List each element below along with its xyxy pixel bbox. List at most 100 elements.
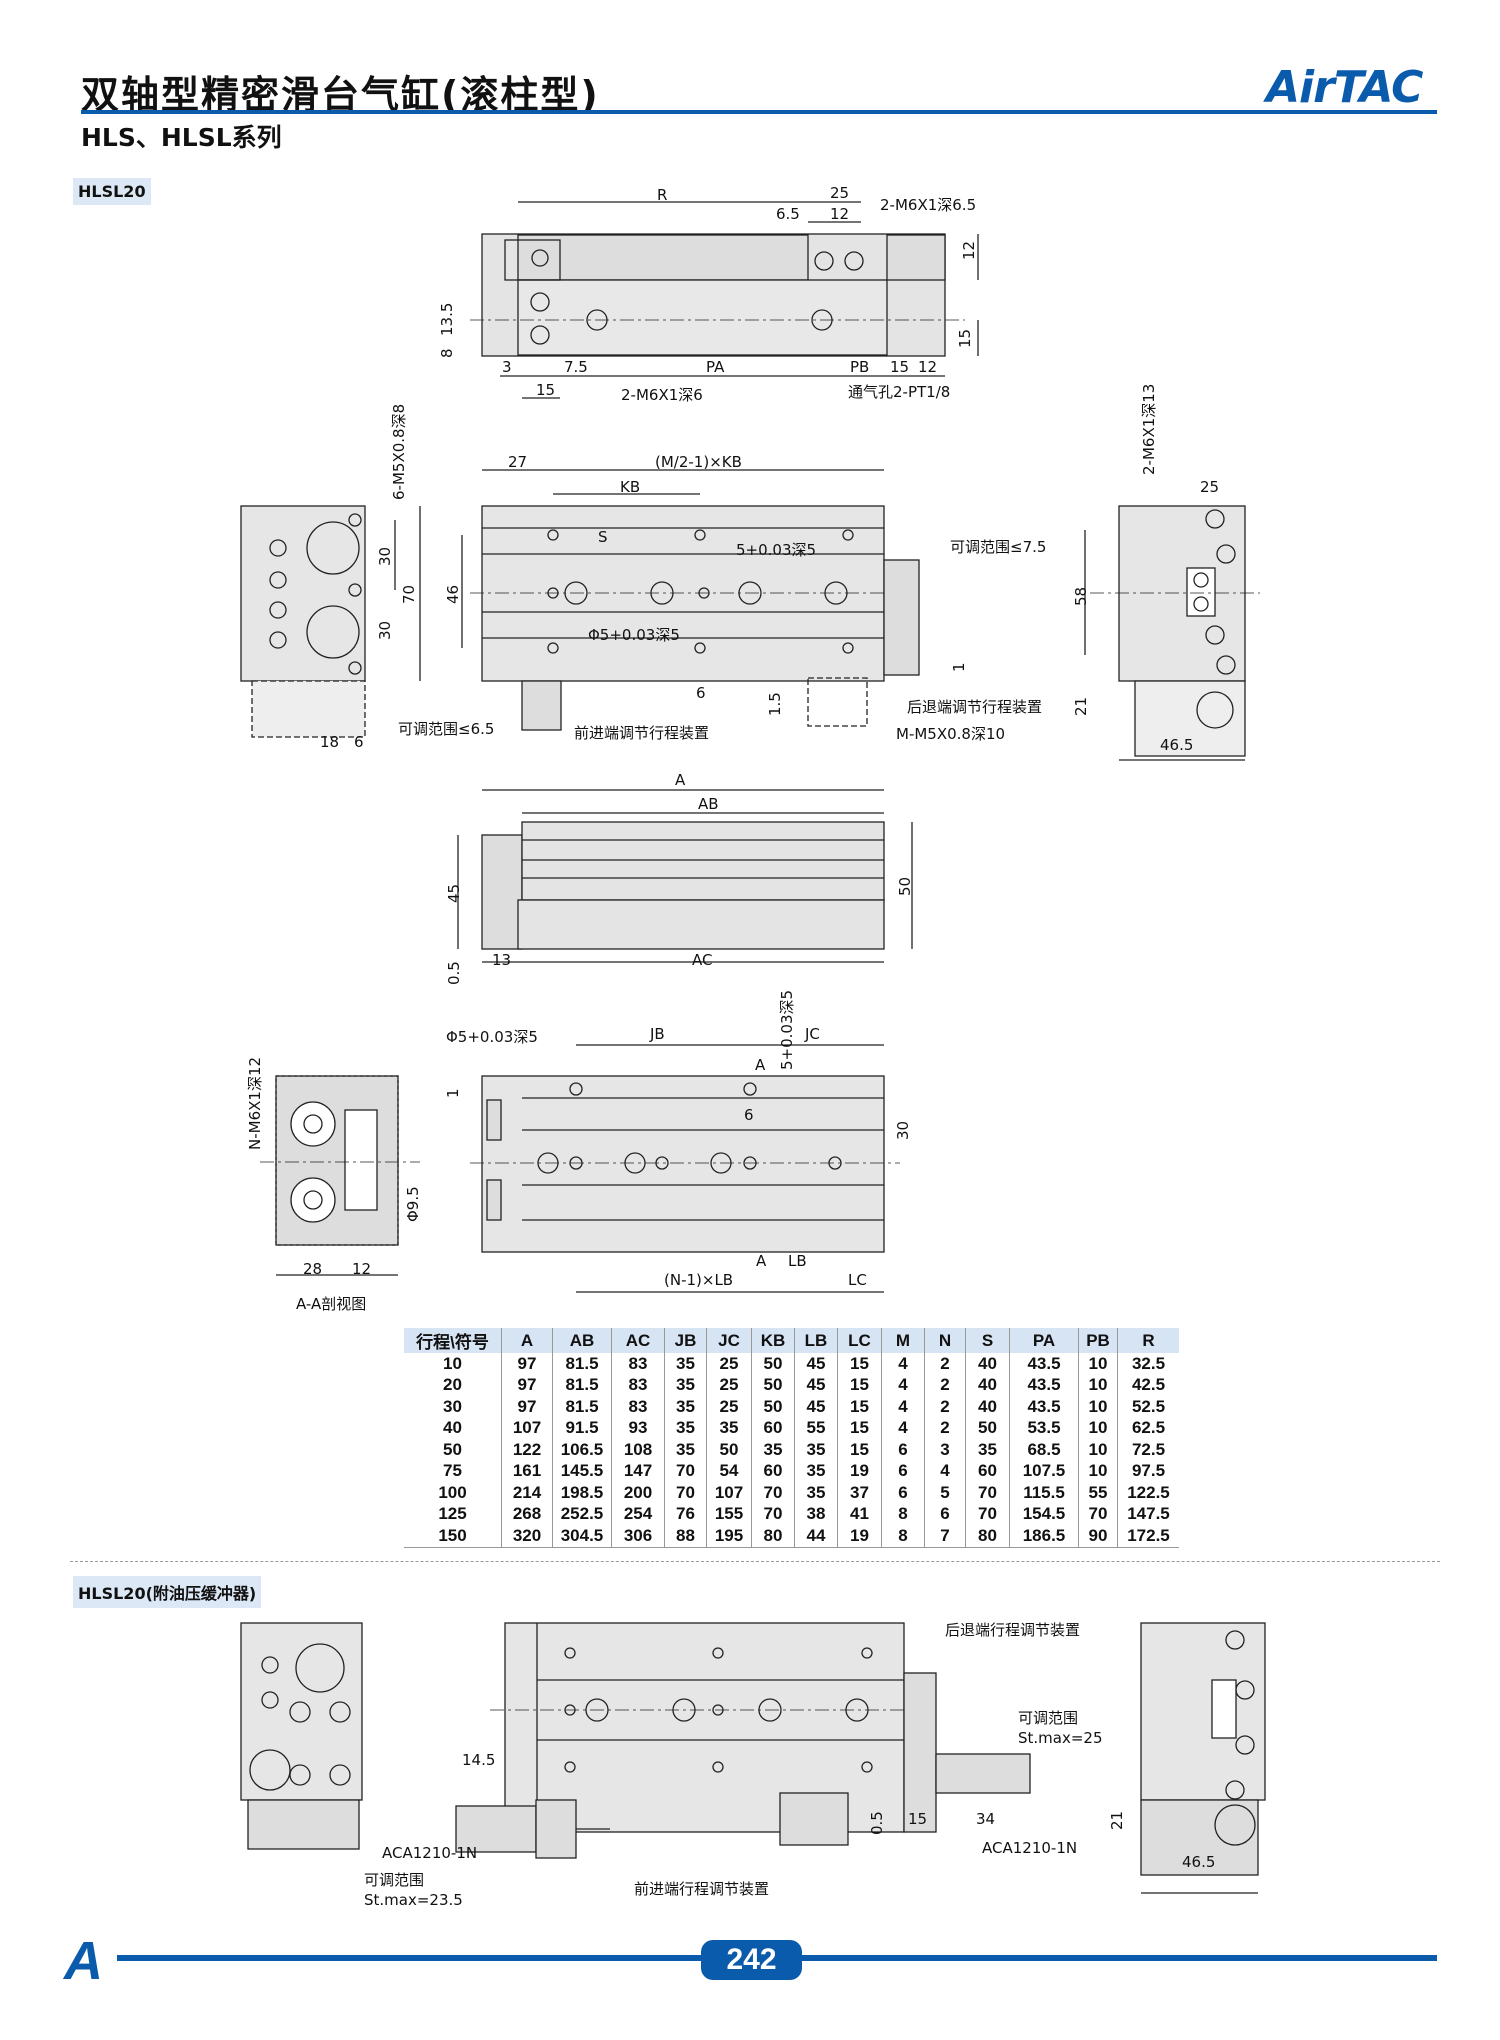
table-cell: 35 <box>794 1482 838 1504</box>
table-cell: 70 <box>751 1482 795 1504</box>
table-cell: 45 <box>794 1353 838 1375</box>
column-header: S <box>965 1328 1010 1353</box>
table-cell: 76 <box>664 1503 707 1525</box>
dim-label: 12 <box>918 358 938 376</box>
dim-label: 34 <box>976 1810 996 1828</box>
dim-label: 0.5 <box>868 1811 886 1835</box>
table-cell: 72.5 <box>1117 1439 1179 1461</box>
table-cell: 15 <box>837 1439 882 1461</box>
column-header: N <box>924 1328 966 1353</box>
table-cell: 50 <box>706 1439 752 1461</box>
table-cell: 15 <box>837 1417 882 1439</box>
model-badge: HLSL20 <box>73 178 151 205</box>
table-cell: 37 <box>837 1482 882 1504</box>
dim-label: PA <box>706 358 725 376</box>
dim-label: 6 <box>354 733 364 751</box>
section-mark: A <box>755 1056 766 1074</box>
dim-label: 25 <box>1200 478 1220 496</box>
callout-label: N-M6X1深12 <box>246 1056 264 1150</box>
dim-label: 15 <box>956 328 974 348</box>
column-header: JB <box>664 1328 707 1353</box>
dim-label: 15 <box>890 358 910 376</box>
table-cell: 52.5 <box>1117 1396 1179 1418</box>
callout-label: 2-M6X1深13 <box>1140 383 1158 475</box>
table-cell: 4 <box>881 1417 925 1439</box>
table-cell: 43.5 <box>1009 1396 1079 1418</box>
series-subtitle: HLS、HLSL系列 <box>81 123 282 152</box>
table-cell: 35 <box>664 1353 707 1375</box>
table-cell: 25 <box>706 1396 752 1418</box>
table-cell: 35 <box>664 1374 707 1396</box>
table-cell: 10 <box>1078 1439 1118 1461</box>
table-cell: 55 <box>794 1417 838 1439</box>
table-cell: 80 <box>751 1525 795 1548</box>
dim-label: 30 <box>376 620 394 640</box>
stroke-cell: 30 <box>443 1396 462 1416</box>
table-cell: 25 <box>706 1353 752 1375</box>
table-cell: 15 <box>837 1396 882 1418</box>
table-cell: 45 <box>794 1396 838 1418</box>
callout-label: 通气孔2-PT1/8 <box>848 383 951 401</box>
table-cell: 10 <box>1078 1460 1118 1482</box>
front-view-drawing <box>461 469 920 731</box>
dim-label: 27 <box>508 453 528 471</box>
part-number-label: ACA1210-1N <box>982 1839 1078 1857</box>
table-cell: 35 <box>794 1439 838 1461</box>
table-cell: 214 <box>501 1482 553 1504</box>
callout-label: M-M5X0.8深10 <box>896 725 1006 743</box>
section-caption: A-A剖视图 <box>296 1295 367 1313</box>
callout-label: 5+0.03深5 <box>736 541 817 559</box>
model-badge-shock: HLSL20(附油压缓冲器) <box>73 1576 262 1608</box>
stroke-cell: 40 <box>443 1418 462 1438</box>
stroke-cell: 100 <box>438 1482 467 1502</box>
dim-label: 21 <box>1108 1810 1126 1830</box>
dim-label: 18 <box>320 733 340 751</box>
table-cell: 8 <box>881 1525 925 1548</box>
dim-label: 0.5 <box>445 961 463 985</box>
table-cell: 81.5 <box>552 1353 612 1375</box>
column-header: R <box>1117 1328 1179 1353</box>
callout-label: 后退端行程调节装置 <box>945 1621 1081 1639</box>
callout-label: 2-M6X1深6.5 <box>880 196 977 214</box>
callout-label: St.max=23.5 <box>364 1891 463 1909</box>
table-cell: 43.5 <box>1009 1353 1079 1375</box>
callout-label: 5+0.03深5 <box>778 989 796 1070</box>
dim-label: 30 <box>376 546 394 566</box>
callout-label: Φ5+0.03深5 <box>446 1028 538 1046</box>
dim-label: 50 <box>896 876 914 896</box>
table-cell: 41 <box>837 1503 882 1525</box>
table-cell: 4 <box>881 1353 925 1375</box>
table-cell: 254 <box>611 1503 665 1525</box>
table-cell: 50 <box>751 1353 795 1375</box>
table-cell: 68.5 <box>1009 1439 1079 1461</box>
table-cell: 97 <box>501 1353 553 1375</box>
right-view-drawing <box>1084 505 1260 761</box>
table-cell: 35 <box>706 1417 752 1439</box>
table-cell: 172.5 <box>1117 1525 1179 1548</box>
table-cell: 154.5 <box>1009 1503 1079 1525</box>
table-cell: 50 <box>751 1374 795 1396</box>
table-cell: 306 <box>611 1525 665 1548</box>
callout-label: 前进端调节行程装置 <box>574 724 710 742</box>
table-cell: 3 <box>924 1439 966 1461</box>
dim-label: (M/2-1)×KB <box>655 453 742 471</box>
dim-label: AC <box>692 951 713 969</box>
table-cell: 35 <box>965 1439 1010 1461</box>
dim-label: 28 <box>303 1260 323 1278</box>
table-cell: 32.5 <box>1117 1353 1179 1375</box>
section-separator <box>70 1561 1440 1562</box>
header-divider <box>81 110 1437 114</box>
table-cell: 10 <box>1078 1374 1118 1396</box>
dim-label: 25 <box>830 184 850 202</box>
dim-label: 1.5 <box>766 692 784 716</box>
table-cell: 6 <box>881 1482 925 1504</box>
table-cell: 62.5 <box>1117 1417 1179 1439</box>
footer-logo: A <box>64 1931 103 1991</box>
section-view-drawing <box>260 1075 420 1276</box>
table-cell: 10 <box>1078 1417 1118 1439</box>
table-cell: 147.5 <box>1117 1503 1179 1525</box>
table-cell: 97.5 <box>1117 1460 1179 1482</box>
table-cell: 106.5 <box>552 1439 612 1461</box>
